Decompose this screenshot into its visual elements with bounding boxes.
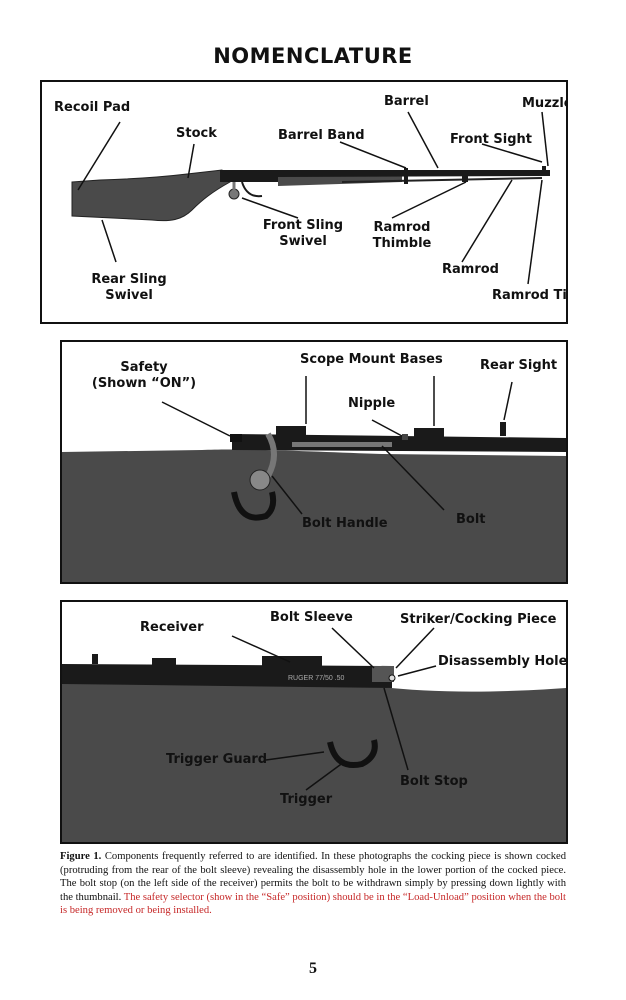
label-muzzle: Muzzle — [522, 96, 568, 111]
front-sight-shape — [92, 654, 98, 664]
label-bolt-handle: Bolt Handle — [302, 516, 388, 531]
label-safety: Safety (Shown “ON”) — [91, 360, 197, 391]
ramrod-thimble-shape — [462, 176, 468, 182]
front-sight-shape — [542, 166, 546, 170]
panel2-leaders — [161, 376, 513, 515]
rear-sight-shape — [500, 422, 506, 436]
label-ramrod: Ramrod — [442, 262, 499, 277]
trigger-guard-shape — [231, 491, 277, 521]
label-bolt-stop: Bolt Stop — [400, 774, 468, 789]
receiver-engraving: RUGER 77/50 .50 — [288, 675, 345, 682]
stock-shape — [62, 682, 566, 842]
page-number: 5 — [309, 960, 317, 977]
label-receiver: Receiver — [140, 620, 204, 635]
caption-safety-note: The safety selector (show in the “Safe” … — [60, 891, 566, 917]
caption-text: Components frequently referred to are id… — [60, 851, 566, 903]
bolt-shape — [292, 442, 392, 447]
bolt-knob-shape — [228, 188, 240, 200]
safety-shape — [230, 434, 242, 442]
action-closeup-illustration — [62, 376, 566, 582]
panel1-leaders — [77, 111, 549, 285]
label-bolt: Bolt — [456, 512, 486, 527]
label-nipple: Nipple — [348, 396, 396, 411]
barrel-band-shape — [404, 168, 408, 184]
scope-base-rear — [276, 426, 306, 435]
receiver-closeup-illustration: RUGER 77/50 .50 — [62, 627, 566, 842]
label-barrel: Barrel — [384, 94, 429, 109]
full-rifle-illustration — [71, 111, 550, 285]
trigger-guard-shape — [327, 739, 378, 768]
barrel-receiver-shape — [62, 664, 392, 688]
page-title: NOMENCLATURE — [213, 44, 413, 68]
scope-base-front — [414, 428, 444, 437]
label-barrel-band: Barrel Band — [278, 128, 365, 143]
label-rear-sight: Rear Sight — [480, 358, 558, 373]
label-ramrod-thimble: Ramrod Thimble — [372, 220, 432, 251]
label-stock: Stock — [176, 126, 217, 141]
label-recoil-pad: Recoil Pad — [54, 100, 131, 115]
label-ramrod-tip: Ramrod Tip — [492, 288, 568, 303]
trigger-guard-shape — [241, 181, 263, 198]
label-trigger: Trigger — [280, 792, 333, 807]
stock-shape — [62, 449, 566, 582]
nipple-shape — [402, 434, 408, 440]
label-rear-sling-swivel: Rear Sling Swivel — [91, 272, 167, 303]
label-bolt-sleeve: Bolt Sleeve — [270, 610, 353, 625]
stock-shape — [71, 169, 231, 222]
label-scope-mount-bases: Scope Mount Bases — [300, 352, 443, 367]
receiver-closeup-figure: RUGER 77/50 .50 Receiver Bolt Sleeve Str… — [60, 600, 568, 844]
bolt-knob-shape — [249, 469, 271, 491]
receiver-shape — [220, 170, 280, 182]
bolt-handle-shape — [265, 432, 277, 478]
barrel-shape — [278, 170, 550, 177]
action-closeup-figure: Safety (Shown “ON”) Scope Mount Bases Re… — [60, 340, 568, 584]
figure-caption: Figure 1. Components frequently referred… — [60, 850, 566, 918]
panel3-leaders — [231, 627, 437, 791]
barrel-receiver-shape — [232, 434, 566, 452]
label-trigger-guard: Trigger Guard — [166, 752, 268, 767]
scope-base-front — [152, 658, 176, 666]
ramrod-shape — [342, 177, 542, 183]
label-disassembly-hole: Disassembly Hole — [438, 654, 568, 669]
label-striker-cocking-piece: Striker/Cocking Piece — [400, 612, 557, 627]
scope-base-rear — [262, 656, 322, 666]
full-rifle-figure: Recoil Pad Stock Barrel Band Barrel Muzz… — [40, 80, 568, 324]
label-front-sling-swivel: Front Sling Swivel — [262, 218, 344, 249]
figure-label: Figure 1. — [60, 851, 102, 862]
label-front-sight: Front Sight — [450, 132, 532, 147]
disassembly-hole-shape — [388, 674, 396, 682]
